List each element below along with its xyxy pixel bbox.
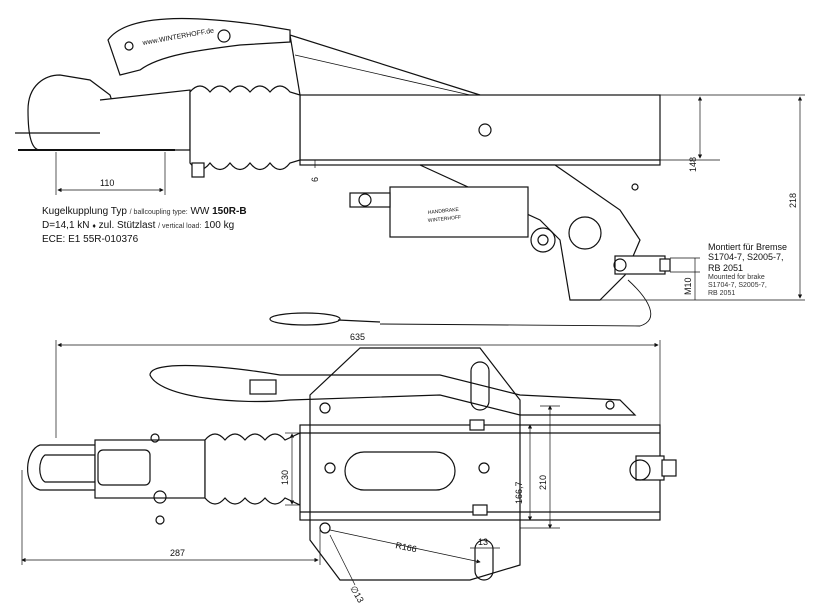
spec-vertical-en: / vertical load: [158,223,202,230]
dim-13: 13 [478,537,488,547]
dim-210: 210 [538,475,548,490]
mounted-en-title: Mounted for brake [708,274,765,282]
spec-brand: WW [190,206,210,217]
mounted-en-line1: S1704-7, S2005-7, [708,282,767,290]
spec-load-line: D=14,1 kN ♦ zul. Stützlast / vertical lo… [42,220,234,232]
dim-130: 130 [280,470,290,485]
spec-separator: ♦ [92,223,96,230]
dim-r166: R166 [395,540,418,554]
mounted-de-line1: S1704-7, S2005-7, [708,252,784,263]
dim-13-diameter: ∅13 [348,584,366,604]
dim-110: 110 [100,178,114,188]
spec-vertical-value: 100 kg [204,220,235,231]
top-view [27,347,677,581]
dim-6: 6 [310,177,320,182]
spec-load-d: D=14,1 kN [42,220,90,231]
dim-148: 148 [688,157,698,172]
dim-287: 287 [170,548,185,558]
spec-title-en: / ballcoupling type: [129,209,188,216]
spec-title-prefix: Kugelkupplung Typ [42,206,127,217]
dim-m10: M10 [683,277,693,295]
dim-218: 218 [788,193,798,208]
spec-model: 150R-B [212,206,247,217]
spec-ece: ECE: E1 55R-010376 [42,234,139,245]
damper-label-1: HANDBRAKE [428,207,460,216]
mounted-en-line2: RB 2051 [708,290,736,298]
top-dimensions [21,340,661,586]
damper-label-2: WINTERHOFF [428,215,462,224]
dim-166-7: 166,7 [514,481,524,504]
spec-vertical-de: zul. Stützlast [98,220,156,231]
mounted-de-title: Montiert für Bremse [708,242,788,252]
mounted-note: Montiert für Bremse S1704-7, S2005-7, RB… [708,242,787,298]
mounted-de-line2: RB 2051 [708,262,744,273]
side-view: www.WINTERHOFF.de HANDBRAKE WINTERHOFF [15,17,671,327]
dim-635: 635 [350,332,365,342]
side-dimensions [55,94,805,301]
spec-title-line: Kugelkupplung Typ / ballcoupling type: W… [42,206,247,218]
